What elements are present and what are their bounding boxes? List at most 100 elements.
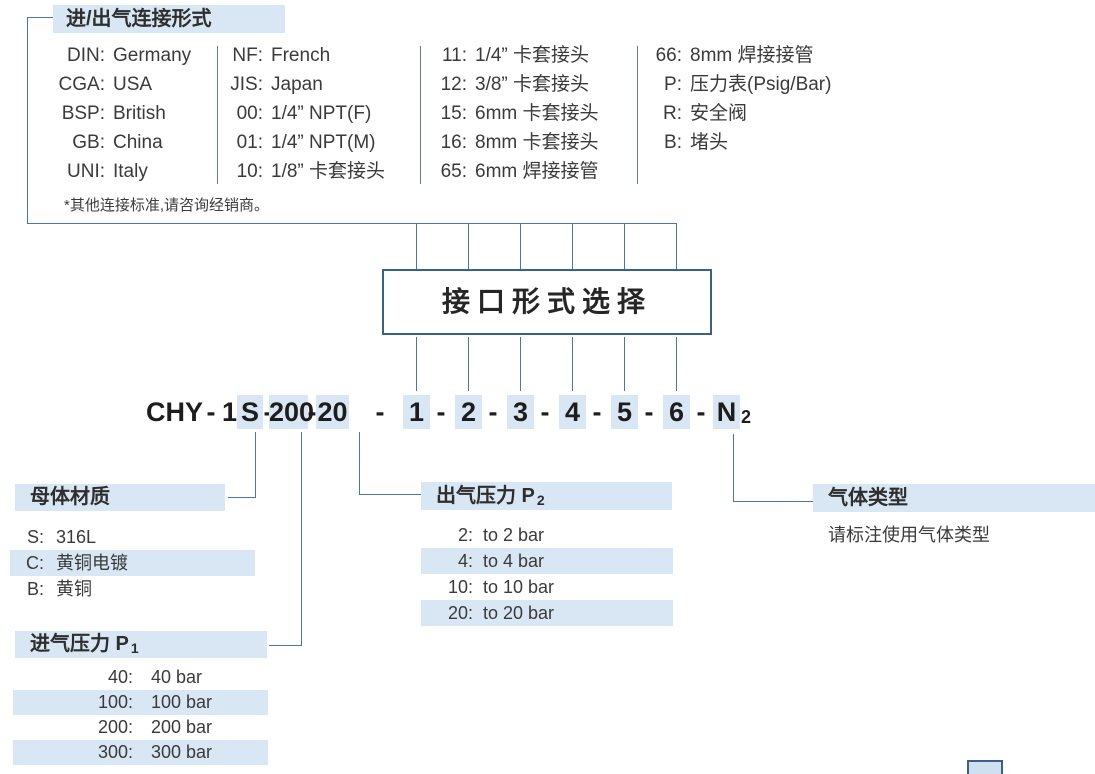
bracket-line (27, 17, 53, 18)
connection-item: 15:6mm 卡套接头 (430, 99, 599, 128)
inlet-pressure-code: 200: (97, 717, 133, 737)
column-divider (217, 46, 218, 184)
connection-item: BSP:British (40, 99, 191, 128)
connection-code: GB: (72, 132, 105, 153)
outlet-pressure-title-text: 出气压力 P (436, 485, 535, 507)
connection-label: 1/4” NPT(M) (271, 132, 376, 153)
connection-item: 11:1/4” 卡套接头 (430, 41, 599, 70)
connection-item: 10:1/8” 卡套接头 (225, 157, 385, 186)
inlet-pressure-label: 40 bar (151, 667, 203, 687)
connection-code: CGA: (58, 74, 105, 95)
code-dash: - (540, 397, 550, 427)
connection-label: 1/4” 卡套接头 (475, 45, 590, 66)
connection-item: GB: China (40, 128, 191, 157)
selector-box: 接口形式选择 (382, 269, 712, 335)
outlet-pressure-label: to 20 bar (483, 603, 555, 623)
connection-label: 压力表(Psig/Bar) (690, 74, 832, 95)
connection-code: B: (664, 132, 682, 153)
outlet-pressure-code: 20: (447, 603, 473, 623)
code-dash: - (696, 397, 706, 427)
material-code: B: (26, 579, 44, 599)
material-item: S:316L (10, 524, 255, 550)
outlet-pressure-label: to 2 bar (483, 525, 545, 545)
connector-line (468, 223, 469, 269)
outlet-pressure-list: 2:to 2 bar 4:to 4 bar 10:to 10 bar 20:to… (421, 522, 673, 626)
connection-label: French (271, 45, 331, 66)
connector-line (520, 223, 521, 269)
connector-line (255, 432, 256, 497)
code-dash: - (307, 397, 317, 427)
connection-code: 00: (236, 103, 263, 124)
connector-line (416, 223, 417, 269)
connection-item: 12:3/8” 卡套接头 (430, 70, 599, 99)
connection-label: China (113, 132, 163, 153)
inlet-pressure-title-subscript: 1 (130, 640, 139, 656)
connector-line (733, 434, 734, 502)
connection-code: 01: (236, 132, 263, 153)
code-port-digit-2: 2 (455, 395, 482, 429)
connection-code: DIN: (67, 45, 105, 66)
connector-line (359, 494, 421, 495)
code-dash: - (592, 397, 602, 427)
code-gas-subscript: 2 (741, 407, 752, 427)
connection-code: NF: (232, 45, 263, 66)
material-label: 黄铜电镀 (56, 553, 128, 573)
code-dash: - (375, 397, 385, 427)
code-dash: - (206, 397, 216, 427)
connector-line (572, 337, 573, 391)
connection-code: 65: (440, 161, 467, 182)
column-divider (420, 46, 421, 184)
connection-code: 66: (655, 45, 682, 66)
connection-item: 65:6mm 焊接接管 (430, 157, 599, 186)
connection-code: UNI: (67, 161, 105, 182)
connection-item: 00: 1/4” NPT(F) (225, 99, 385, 128)
material-item: B: 黄铜 (10, 576, 255, 602)
bottom-right-partial-box (967, 760, 1003, 774)
connection-label: USA (113, 74, 153, 95)
connection-section-title: 进/出气连接形式 (53, 5, 285, 33)
connector-line (301, 432, 302, 646)
inlet-pressure-code: 300: (97, 742, 133, 762)
connector-line (228, 497, 256, 498)
selector-box-label: 接口形式选择 (441, 286, 652, 317)
connector-line (520, 337, 521, 391)
code-segment-outlet-pressure: 20 (316, 395, 349, 429)
connector-line (468, 337, 469, 391)
connection-column-3: 11:1/4” 卡套接头 12:3/8” 卡套接头 15:6mm 卡套接头 16… (430, 41, 599, 186)
connection-column-4: 66:8mm 焊接接管 P:压力表(Psig/Bar) R:安全阀 B:堵头 (645, 41, 832, 157)
connection-item: CGA: USA (40, 70, 191, 99)
connector-line (624, 223, 625, 269)
connection-label: 1/4” NPT(F) (271, 103, 372, 124)
material-section-title: 母体材质 (15, 484, 225, 511)
material-code: C: (26, 553, 44, 573)
connection-item: NF: French (225, 41, 385, 70)
connection-item: 01: 1/4” NPT(M) (225, 128, 385, 157)
code-port-digit-3: 3 (507, 395, 534, 429)
code-dash: - (644, 397, 654, 427)
code-dash: - (436, 397, 446, 427)
code-dash: - (488, 397, 498, 427)
connection-item: P:压力表(Psig/Bar) (645, 70, 831, 99)
code-port-digit-4: 4 (559, 395, 586, 429)
connection-item: 16:8mm 卡套接头 (430, 128, 599, 157)
outlet-pressure-code: 4: (457, 551, 473, 571)
material-label: 黄铜 (56, 579, 92, 599)
code-segment-inlet-pressure: 200 (269, 395, 315, 429)
connection-code: 10: (236, 161, 263, 182)
material-list: S:316L C: 黄铜电镀 B: 黄铜 (10, 524, 255, 602)
connection-code: 12: (440, 74, 467, 95)
connection-label: Germany (113, 45, 192, 66)
connection-item: DIN: Germany (40, 41, 191, 70)
material-code: S: (26, 527, 44, 547)
connection-label: 安全阀 (690, 103, 748, 124)
gas-type-section-title: 气体类型 (813, 484, 1095, 512)
connection-code: R: (663, 103, 682, 124)
connector-line (416, 337, 417, 391)
connection-code: 15: (440, 103, 467, 124)
connection-code: JIS: (230, 74, 263, 95)
gas-type-note: 请标注使用气体类型 (828, 525, 990, 545)
outlet-pressure-label: to 10 bar (483, 577, 555, 597)
code-segment-material: S (237, 395, 263, 429)
connection-label: 8mm 卡套接头 (475, 132, 599, 153)
